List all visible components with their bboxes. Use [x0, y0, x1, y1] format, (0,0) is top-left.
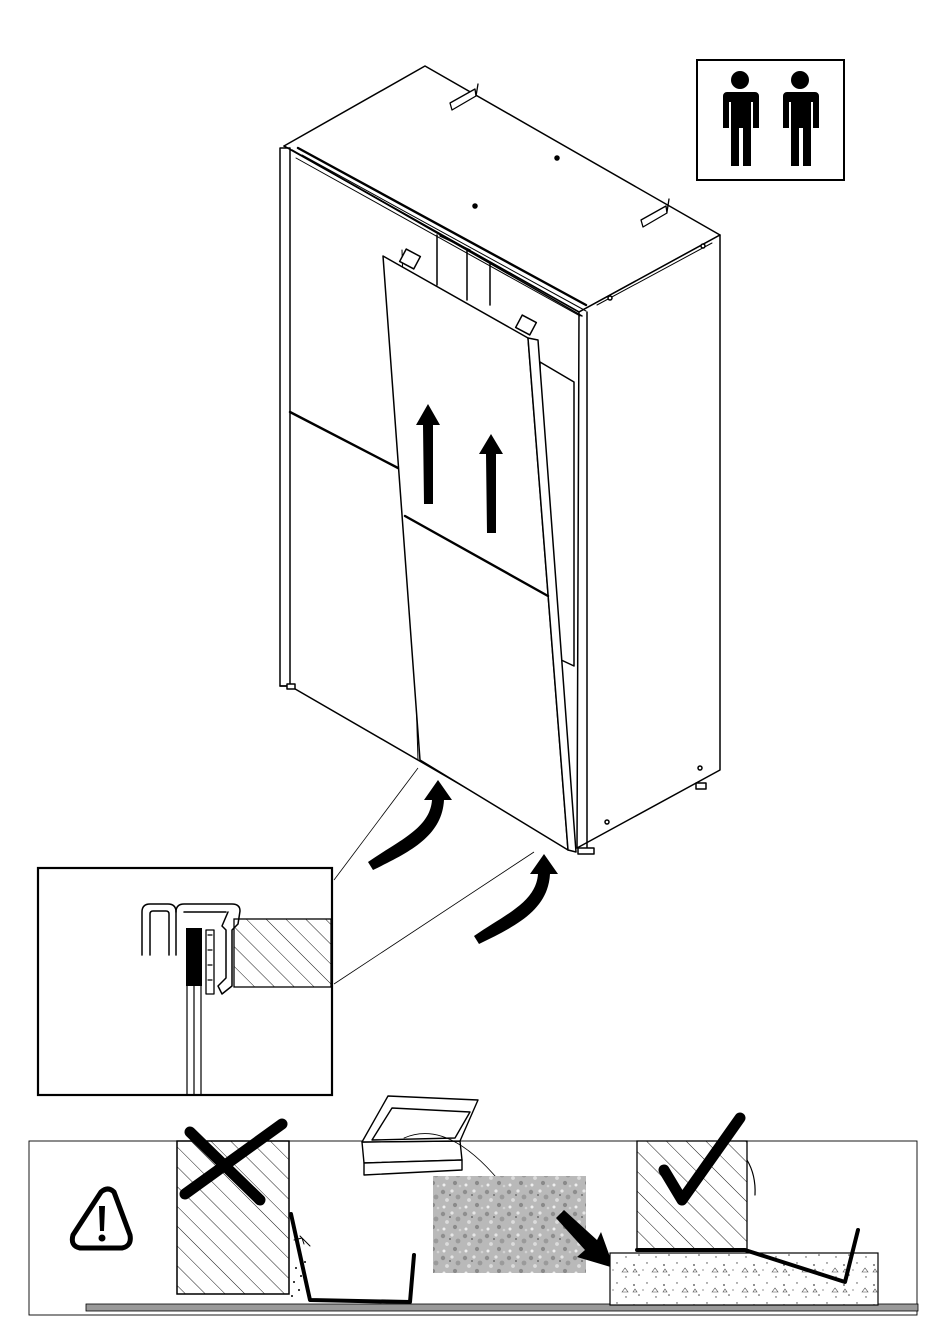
two-person-assembly-icon	[697, 60, 844, 180]
sliding-door-panel	[383, 249, 576, 852]
warning-panel	[29, 1096, 918, 1315]
cross-section-panel	[234, 919, 331, 987]
curved-arrow-icon	[368, 780, 452, 870]
wardrobe-left-side	[280, 148, 290, 686]
wardrobe-right-side	[577, 235, 720, 848]
door-seal	[186, 928, 202, 986]
track-profile-detail	[38, 868, 332, 1095]
curved-arrow-icon	[474, 854, 558, 944]
